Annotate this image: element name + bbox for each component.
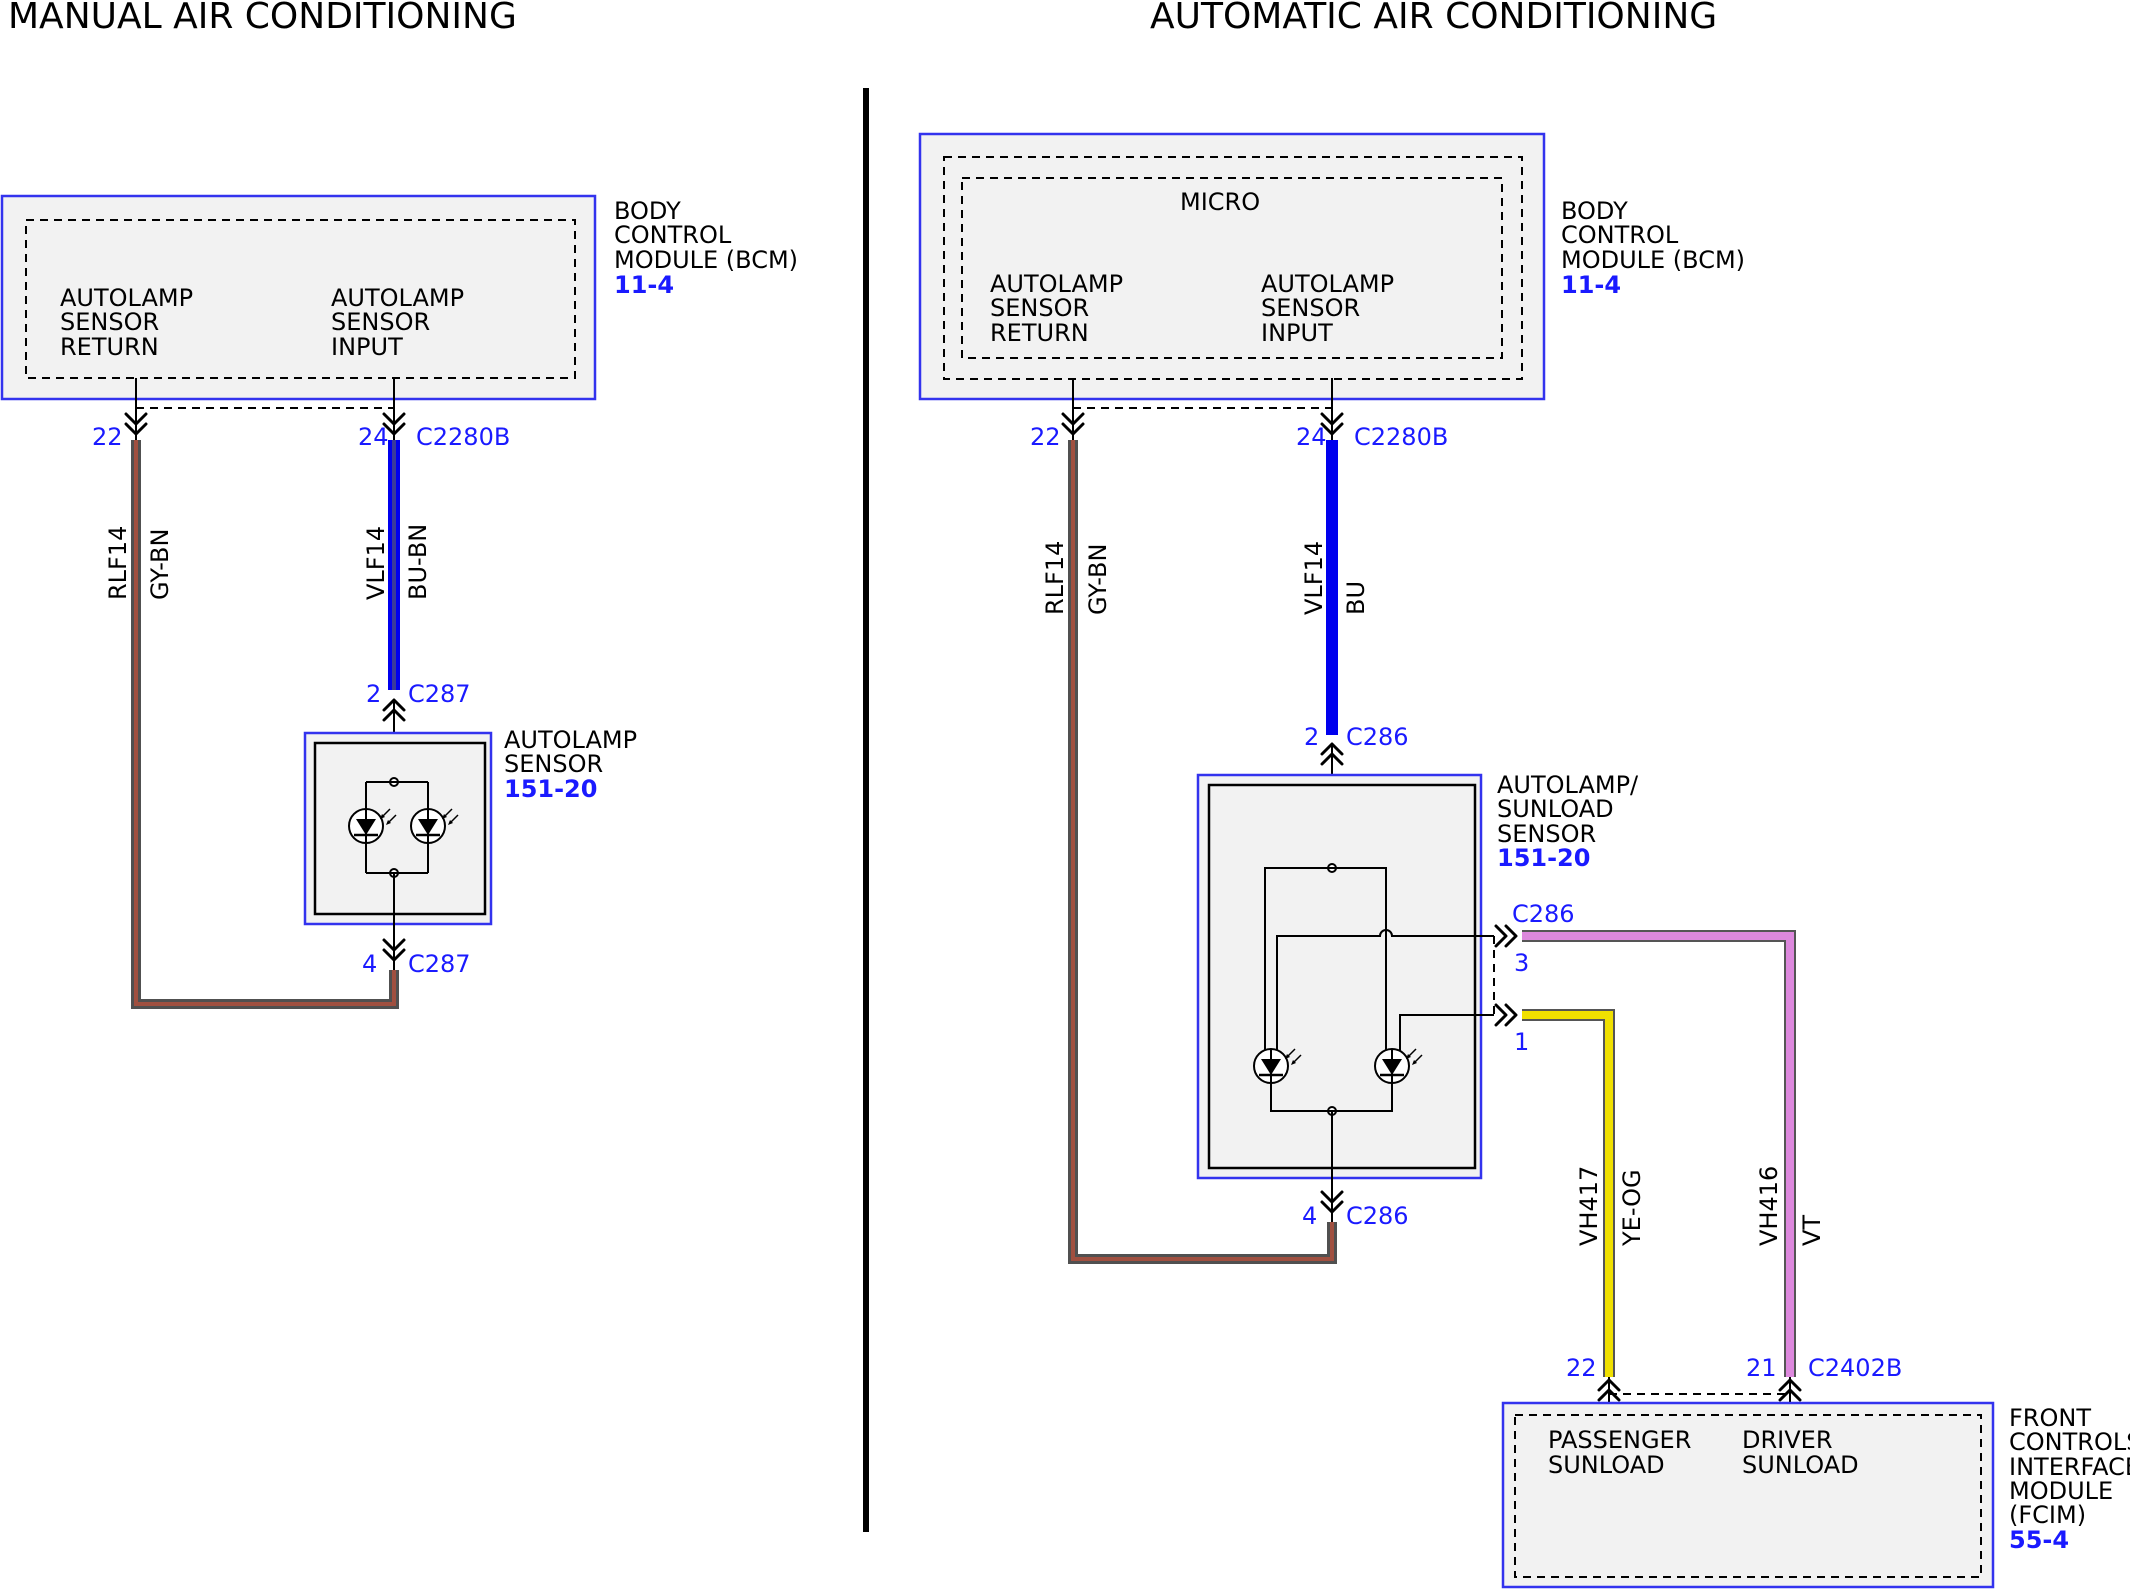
auto-bcm-return-label: AUTOLAMP SENSOR RETURN [990, 270, 1131, 347]
auto-fcim-passenger-label: PASSENGER SUNLOAD [1548, 1426, 1699, 1479]
auto-rlf14-color: GY-BN [1084, 544, 1112, 615]
auto-pin-24: 24 [1296, 423, 1327, 451]
manual-vlf14-color: BU-BN [404, 524, 432, 600]
auto-pin-3: 3 [1514, 949, 1529, 977]
auto-fcim-driver-label: DRIVER SUNLOAD [1742, 1426, 1859, 1479]
manual-pin-24: 24 [358, 423, 389, 451]
manual-rlf14-color: GY-BN [146, 529, 174, 600]
auto-fcim-ref-link[interactable]: 55-4 [2009, 1526, 2069, 1554]
auto-fcim-name: FRONT CONTROLS INTERFACE MODULE (FCIM) [2009, 1404, 2130, 1529]
auto-pin-1: 1 [1514, 1028, 1529, 1056]
auto-connector-c2280b: C2280B [1354, 423, 1448, 451]
auto-vh417-circuit: VH417 [1575, 1166, 1603, 1246]
auto-bcm-ref-link[interactable]: 11-4 [1561, 271, 1621, 299]
auto-pin-4: 4 [1302, 1202, 1317, 1230]
auto-connector-c286-side: C286 [1512, 900, 1575, 928]
manual-sensor-ref-link[interactable]: 151-20 [504, 775, 597, 803]
auto-pin-2: 2 [1304, 723, 1319, 751]
manual-bcm-input-label: AUTOLAMP SENSOR INPUT [331, 284, 472, 361]
auto-fcim-box [1501, 1401, 1995, 1589]
manual-connector-c2280b: C2280B [416, 423, 510, 451]
auto-connector-c2402b: C2402B [1808, 1354, 1902, 1382]
manual-pin-22: 22 [92, 423, 123, 451]
manual-bcm-name: BODY CONTROL MODULE (BCM) [614, 197, 798, 274]
auto-vh416-circuit: VH416 [1755, 1166, 1783, 1246]
auto-vlf14-color: BU [1342, 581, 1370, 615]
manual-bcm-return-label: AUTOLAMP SENSOR RETURN [60, 284, 201, 361]
manual-pin-4: 4 [362, 950, 377, 978]
manual-sensor-name: AUTOLAMP SENSOR [504, 726, 645, 778]
manual-pin22-arrow [124, 412, 148, 426]
auto-bcm-micro-label: MICRO [1180, 188, 1260, 216]
auto-pin-22: 22 [1030, 423, 1061, 451]
manual-section: AUTOLAMP SENSOR RETURN AUTOLAMP SENSOR I… [0, 194, 798, 1009]
auto-vh417-color: YE-OG [1618, 1169, 1646, 1247]
auto-sensor-name: AUTOLAMP/ SUNLOAD SENSOR [1497, 771, 1646, 848]
auto-bcm-name: BODY CONTROL MODULE (BCM) [1561, 197, 1745, 274]
auto-connector-c286-bottom: C286 [1346, 1202, 1409, 1230]
manual-sensor-box [303, 731, 493, 926]
automatic-ac-title: AUTOMATIC AIR CONDITIONING [1150, 0, 1717, 37]
manual-rlf14-circuit: RLF14 [104, 526, 132, 600]
manual-ac-title: MANUAL AIR CONDITIONING [8, 0, 517, 37]
automatic-section: MICRO AUTOLAMP SENSOR RETURN AUTOLAMP SE… [918, 132, 2130, 1589]
auto-bcm-input-label: AUTOLAMP SENSOR INPUT [1261, 270, 1402, 347]
auto-fcim-pin-22: 22 [1566, 1354, 1597, 1382]
manual-pin24-arrow [382, 412, 406, 426]
manual-bcm-box [0, 194, 597, 401]
auto-sensor-ref-link[interactable]: 151-20 [1497, 844, 1590, 872]
auto-wire-vh416 [1522, 930, 1796, 1377]
manual-bcm-ref-link[interactable]: 11-4 [614, 271, 674, 299]
auto-vh416-color: VT [1798, 1215, 1826, 1246]
auto-vlf14-circuit: VLF14 [1300, 541, 1328, 615]
manual-connector-c287-top: C287 [408, 680, 471, 708]
auto-bcm-box [918, 132, 1546, 401]
auto-rlf14-circuit: RLF14 [1041, 541, 1069, 615]
auto-fcim-pin-21: 21 [1746, 1354, 1777, 1382]
auto-connector-c286-top: C286 [1346, 723, 1409, 751]
manual-connector-c287-bottom: C287 [408, 950, 471, 978]
auto-sensor-box [1196, 773, 1483, 1180]
manual-pin-2: 2 [366, 680, 381, 708]
manual-vlf14-circuit: VLF14 [362, 526, 390, 600]
